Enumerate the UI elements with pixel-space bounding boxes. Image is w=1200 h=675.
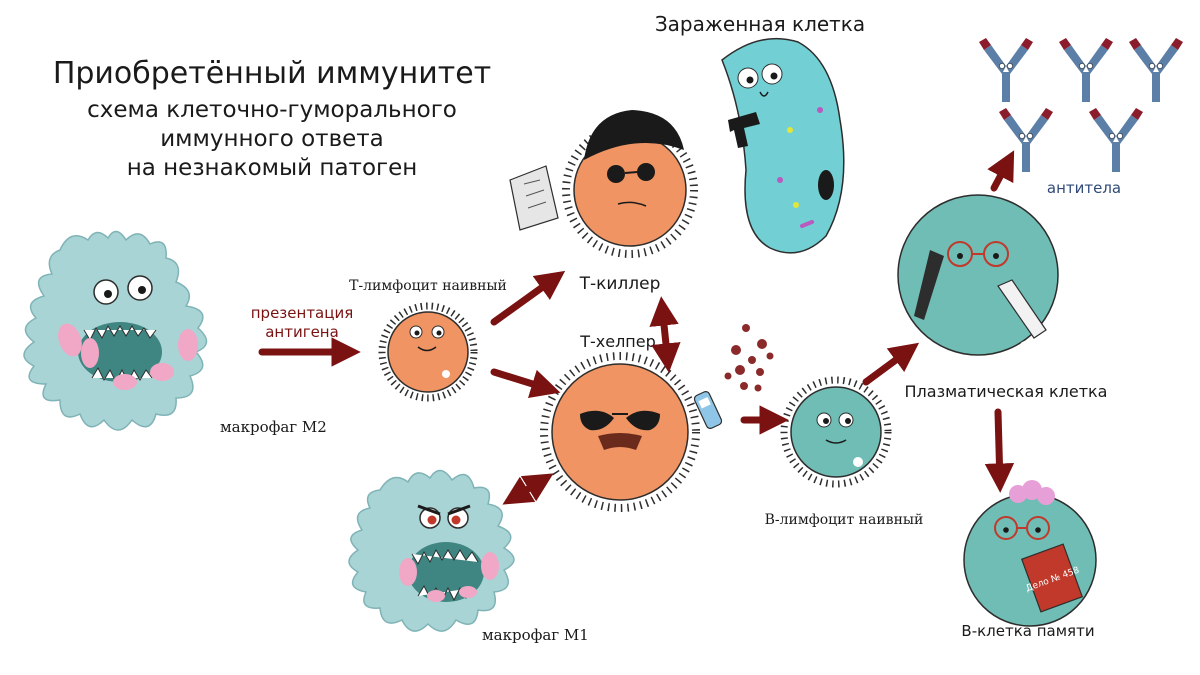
label-antibodies: антитела bbox=[1047, 179, 1121, 197]
subtitle-line-2: иммунного ответа bbox=[160, 126, 384, 152]
antigen-presentation-label: презентация антигена bbox=[251, 304, 353, 341]
cigarette-icon bbox=[997, 279, 1047, 339]
plasma-cell-glasses bbox=[947, 241, 1009, 267]
dossier-book-icon: Дело № 458 bbox=[1020, 543, 1084, 613]
arrow-tnaive-to-thelper bbox=[490, 368, 561, 398]
arrow-label-line1: презентация bbox=[251, 304, 353, 322]
arrow-tnaive-to-tkiller bbox=[490, 270, 566, 326]
macrophage-m2: макрофаг М2 bbox=[23, 230, 327, 436]
arrow-plasma-to-antibodies bbox=[987, 150, 1015, 192]
phone-icon bbox=[693, 391, 723, 429]
arrow-thelper-m1 bbox=[502, 473, 554, 505]
antibody-icon bbox=[1129, 38, 1183, 102]
b-memory-glasses bbox=[994, 516, 1050, 540]
arrow-bnaive-to-plasma bbox=[862, 342, 920, 386]
label-plasma-cell: Плазматическая клетка bbox=[905, 382, 1108, 401]
t-naive-body bbox=[387, 311, 469, 393]
label-b-naive: В-лимфоцит наивный bbox=[765, 512, 924, 528]
label-t-naive: Т-лимфоцит наивный bbox=[349, 278, 507, 294]
page-title: Приобретённый иммунитет bbox=[53, 56, 491, 91]
t-killer-paper bbox=[509, 165, 559, 231]
t-killer-sunglasses bbox=[607, 163, 655, 183]
b-lymphocyte-naive: В-лимфоцит наивный bbox=[765, 376, 924, 528]
t-helper-mouth bbox=[598, 433, 642, 450]
t-helper: Т-хелпер bbox=[540, 332, 723, 512]
t-naive-spikes bbox=[378, 302, 478, 402]
plasma-cell: Плазматическая клетка bbox=[897, 194, 1108, 401]
label-macrophage-m2: макрофаг М2 bbox=[220, 418, 327, 436]
t-killer-beanie bbox=[584, 110, 684, 160]
infected-cell-body bbox=[721, 37, 845, 254]
b-memory-cell: Дело № 458 В-клетка памяти bbox=[961, 480, 1097, 640]
label-t-killer: Т-киллер bbox=[579, 274, 661, 294]
label-macrophage-m1: макрофаг М1 bbox=[482, 626, 589, 644]
cytokine-dots bbox=[724, 324, 774, 392]
antibody-icon bbox=[979, 38, 1033, 102]
subtitle-line-1: схема клеточно-гуморального bbox=[87, 97, 457, 123]
label-t-helper: Т-хелпер bbox=[579, 332, 656, 351]
macrophage-m1: макрофаг М1 bbox=[348, 469, 589, 644]
title-block: Приобретённый иммунитет схема клеточно-г… bbox=[53, 56, 491, 181]
b-naive-body bbox=[790, 386, 882, 478]
pen-icon bbox=[914, 250, 944, 320]
antibody-icon bbox=[1059, 38, 1113, 102]
arrow-tkiller-thelper bbox=[649, 296, 681, 373]
pistol-icon bbox=[728, 112, 760, 148]
label-infected-cell: Зараженная клетка bbox=[655, 12, 865, 36]
antibody-icon bbox=[1089, 108, 1143, 172]
subtitle-line-3: на незнакомый патоген bbox=[127, 155, 418, 181]
arrow-label-line2: антигена bbox=[265, 323, 339, 341]
arrow-plasma-to-bmemory bbox=[984, 408, 1015, 493]
antibody-icon bbox=[999, 108, 1053, 172]
t-helper-body bbox=[551, 363, 689, 501]
antibodies-group bbox=[979, 38, 1183, 172]
t-lymphocyte-naive: Т-лимфоцит наивный bbox=[349, 278, 507, 402]
label-b-memory: В-клетка памяти bbox=[961, 622, 1094, 640]
t-killer: Т-киллер bbox=[509, 110, 698, 294]
macrophage-m2-eyes bbox=[93, 275, 153, 305]
arrows bbox=[258, 150, 1015, 505]
macrophage-m1-angry-eyes bbox=[417, 504, 471, 529]
infected-cell: Зараженная клетка bbox=[655, 12, 865, 254]
t-killer-spikes bbox=[562, 122, 698, 258]
t-helper-spikes bbox=[540, 352, 700, 512]
macrophage-m2-mouth bbox=[78, 322, 162, 382]
t-helper-sunglasses bbox=[580, 410, 660, 431]
